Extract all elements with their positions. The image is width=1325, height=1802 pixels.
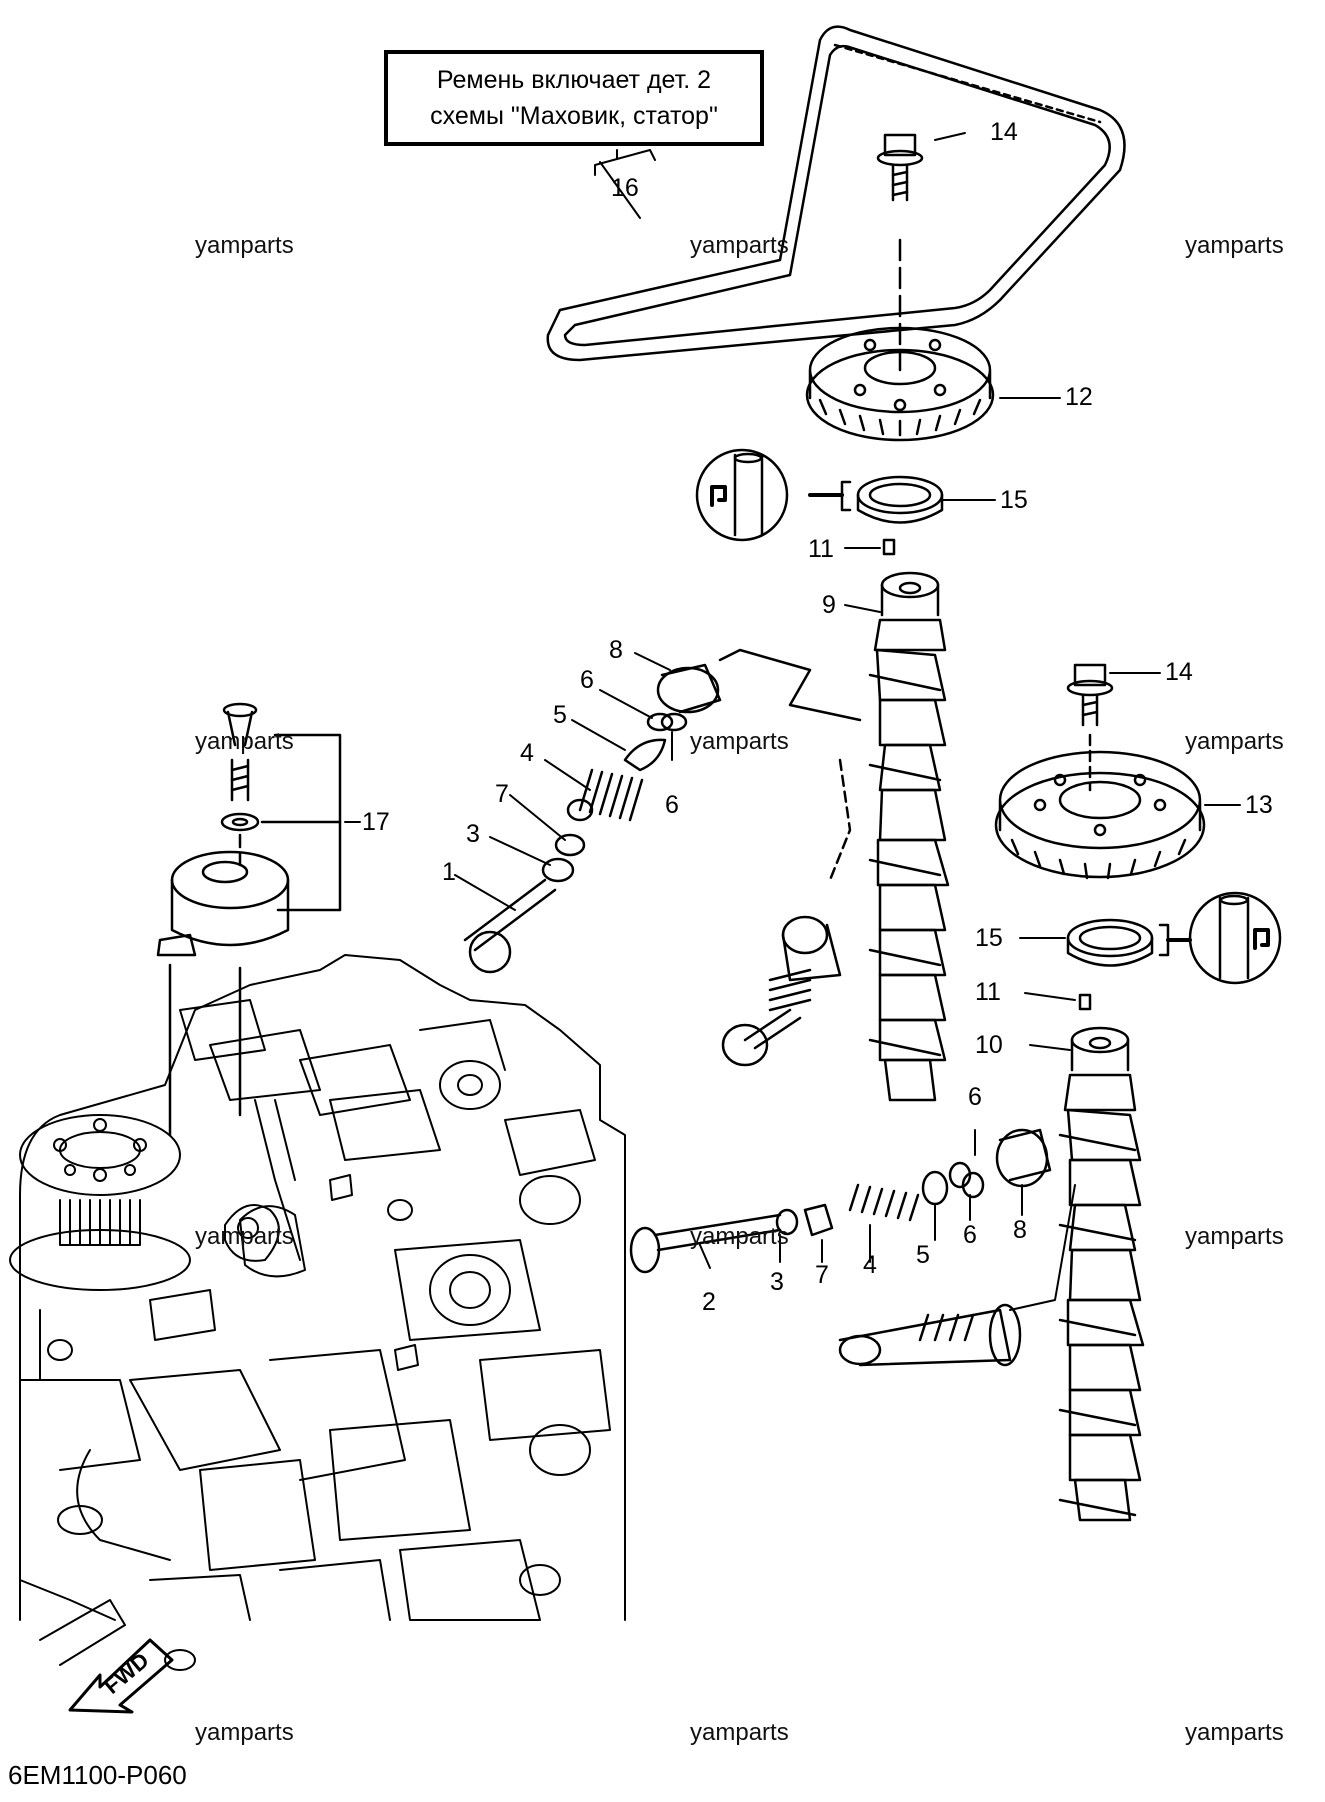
leader-lines	[344, 132, 1241, 1269]
callout-5-bottom: 5	[916, 1241, 930, 1269]
callout-7-top: 7	[495, 780, 509, 808]
callout-4-bottom: 4	[863, 1251, 877, 1279]
camshaft-10	[1058, 1026, 1145, 1522]
valve-assembly-exhaust-installed	[838, 1303, 1022, 1367]
watermark: yamparts	[690, 1719, 789, 1746]
dowel-pin-11-right	[1078, 993, 1092, 1011]
callout-9: 9	[822, 591, 836, 619]
callout-8-top: 8	[609, 636, 623, 664]
watermark: yamparts	[690, 1223, 789, 1250]
note-line-1: Ремень включает дет. 2	[436, 66, 712, 94]
timing-belt	[546, 25, 1126, 362]
diagram-code: 6EM1100-P060	[8, 1760, 187, 1790]
watermark: yamparts	[195, 1223, 294, 1250]
callout-4-top: 4	[520, 739, 534, 767]
watermark: yamparts	[690, 728, 789, 755]
callout-14-right: 14	[1165, 658, 1193, 686]
callout-10: 10	[975, 1031, 1003, 1059]
callout-14-top: 14	[990, 118, 1018, 146]
cam-pulley-13	[994, 750, 1206, 880]
note-line-2: схемы "Маховик, статор"	[430, 102, 718, 130]
callout-8-bottom: 8	[1013, 1216, 1027, 1244]
callout-11-top: 11	[808, 535, 834, 563]
callout-15-right: 15	[975, 924, 1003, 952]
callout-16: 16	[611, 174, 639, 202]
callout-17: 17	[362, 808, 390, 836]
callout-3-bottom: 3	[770, 1268, 784, 1296]
fwd-label: FWD	[99, 1647, 153, 1698]
belt-tensioner-17	[156, 702, 342, 1137]
callout-13: 13	[1245, 791, 1273, 819]
oil-seal-15-right	[1066, 891, 1282, 985]
callout-5-top: 5	[553, 701, 567, 729]
dowel-pin-11-top	[882, 538, 896, 556]
valve-train-exhaust	[629, 1128, 1076, 1311]
callout-15-top: 15	[1000, 486, 1028, 514]
oil-seal-15-top	[695, 448, 944, 542]
bolt-14-top	[876, 133, 924, 372]
watermark: yamparts	[1185, 232, 1284, 259]
watermark: yamparts	[195, 728, 294, 755]
note-box: Ремень включает дет. 2 схемы "Маховик, с…	[384, 50, 764, 146]
watermark: yamparts	[1185, 1719, 1284, 1746]
bolt-14-right	[1066, 663, 1114, 792]
callout-6-bottom-b: 6	[963, 1221, 977, 1249]
watermark: yamparts	[195, 1719, 294, 1746]
callout-6-bottom-a: 6	[968, 1083, 982, 1111]
fwd-arrow	[68, 1638, 174, 1714]
watermark: yamparts	[690, 232, 789, 259]
callout-7-bottom: 7	[815, 1261, 829, 1289]
watermark: yamparts	[195, 232, 294, 259]
watermark: yamparts	[1185, 728, 1284, 755]
callout-6-top-b: 6	[665, 791, 679, 819]
callout-3-top: 3	[466, 820, 480, 848]
callout-2: 2	[702, 1288, 716, 1316]
callout-11-right: 11	[975, 978, 1001, 1006]
watermark: yamparts	[1185, 1223, 1284, 1250]
callout-12: 12	[1065, 383, 1093, 411]
cylinder-head-block	[9, 954, 626, 1671]
valve-train-intake	[463, 648, 862, 974]
callout-1: 1	[442, 858, 456, 886]
camshaft-9	[868, 571, 950, 1102]
cam-pulley-12	[805, 326, 995, 442]
valve-assembly-intake-installed	[721, 915, 842, 1067]
callout-6-top-a: 6	[580, 666, 594, 694]
